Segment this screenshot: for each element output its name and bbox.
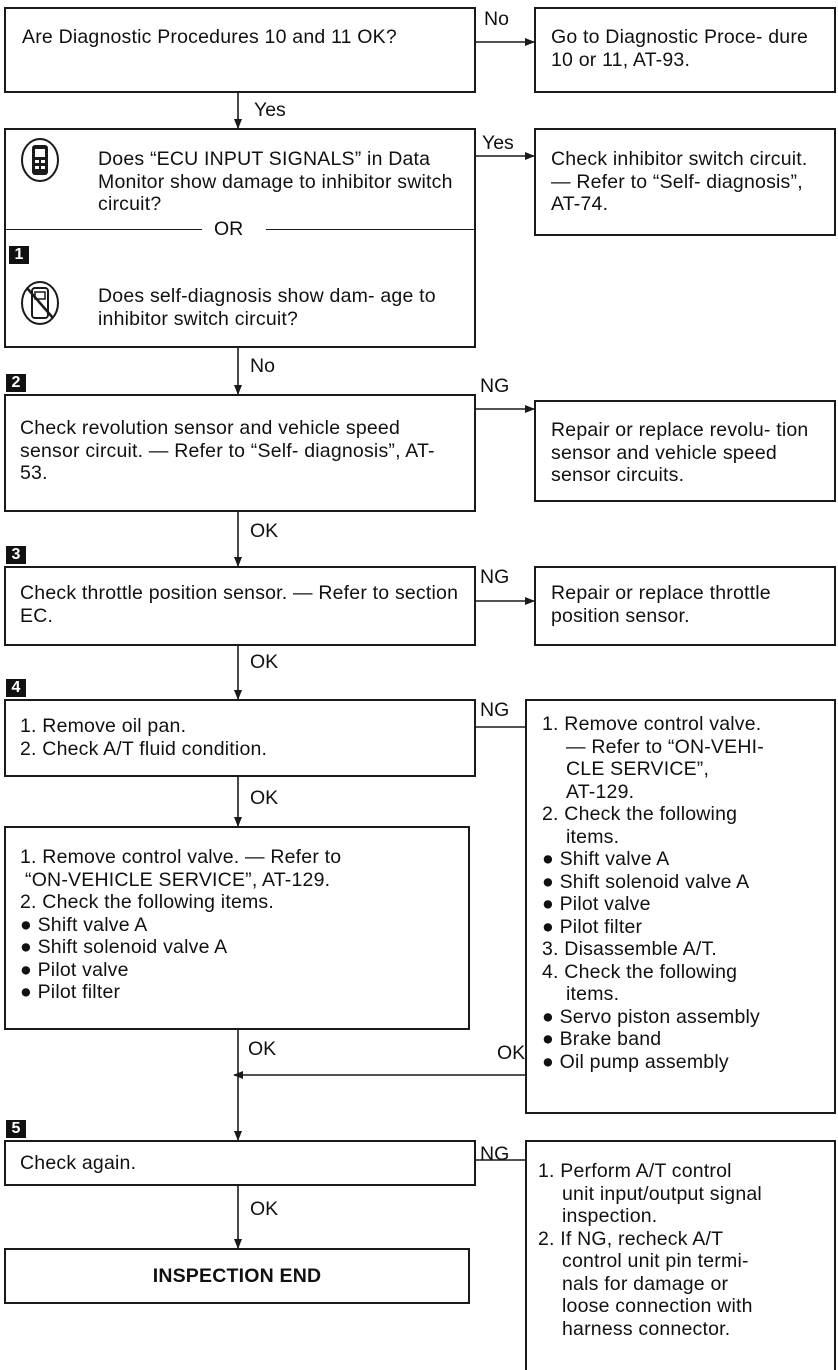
r2-box xyxy=(534,128,836,236)
s5-text: Check again. xyxy=(20,1152,137,1174)
s4b-line: 1. Remove control valve. — Refer to xyxy=(20,846,342,868)
q2-or-divider-right xyxy=(266,229,474,230)
r5-list: 1. Remove control valve. — Refer to “ON-… xyxy=(542,713,832,1073)
r6-line: control unit pin termi- xyxy=(562,1250,749,1272)
s2-ok-label: OK xyxy=(250,520,279,542)
r4-box xyxy=(534,566,836,646)
q1-box xyxy=(4,7,476,93)
r5-line: ● Oil pump assembly xyxy=(542,1050,729,1073)
r5-line: 4. Check the following xyxy=(542,960,738,983)
r5-line: 2. Check the following xyxy=(542,803,738,825)
r5-line: 3. Disassemble A/T. xyxy=(542,938,718,960)
s4b-box xyxy=(4,826,470,1030)
s4b-line: ● Pilot valve xyxy=(20,958,129,981)
r6-list: 1. Perform A/T control unit input/output… xyxy=(538,1160,833,1340)
s5-ok-label: OK xyxy=(250,1198,279,1220)
q1-yes-label: Yes xyxy=(254,99,286,121)
r2-text: Check inhibitor switch circuit. — Refer … xyxy=(551,148,808,215)
r5-line: ● Shift valve A xyxy=(542,848,670,870)
end-box xyxy=(4,1248,470,1304)
s4b-ok-label: OK xyxy=(248,1038,277,1060)
r5-line: ● Brake band xyxy=(542,1028,662,1050)
r5-line: — Refer to “ON-VEHI- xyxy=(566,735,764,758)
q2-or-divider-left xyxy=(6,229,202,230)
s4b-line: ● Pilot filter xyxy=(20,981,121,1003)
s4-ok-label: OK xyxy=(250,787,279,809)
s4-box xyxy=(4,699,476,777)
end-text: INSPECTION END xyxy=(152,1265,322,1287)
s3-ng-label: NG xyxy=(480,566,510,588)
q2-yes-label: Yes xyxy=(482,132,514,154)
r5-line: items. xyxy=(566,825,620,848)
s2-ng-label: NG xyxy=(480,375,510,397)
r5-line: CLE SERVICE”, xyxy=(566,758,710,780)
r6-line: 2. If NG, recheck A/T xyxy=(538,1227,724,1250)
r5-line: ● Servo piston assembly xyxy=(542,1005,760,1028)
step-1-badge: 1 xyxy=(9,246,29,264)
q1-text: Are Diagnostic Procedures 10 and 11 OK? xyxy=(22,26,397,48)
r5-line: ● Pilot valve xyxy=(542,893,651,915)
r6-line: loose connection with xyxy=(562,1295,753,1317)
q1-no-label: No xyxy=(484,8,509,30)
r5-line: ● Shift solenoid valve A xyxy=(542,870,750,893)
step-5-badge: 5 xyxy=(6,1120,26,1138)
r5-ok-label: OK xyxy=(497,1042,526,1064)
r6-box xyxy=(525,1140,836,1370)
r6-line: harness connector. xyxy=(562,1317,731,1340)
q2-self-text: Does self-diagnosis show dam- age to inh… xyxy=(98,285,436,330)
s3-box xyxy=(4,566,476,646)
s3-text: Check throttle position sensor. — Refer … xyxy=(20,582,459,627)
s5-box xyxy=(4,1140,476,1186)
s4-line: 2. Check A/T fluid condition. xyxy=(20,737,268,760)
s4b-line: ● Shift valve A xyxy=(20,913,148,936)
s4-ng-label: NG xyxy=(480,699,510,721)
s2-box xyxy=(4,394,476,512)
q2-no-label: No xyxy=(250,355,275,377)
r6-line: 1. Perform A/T control xyxy=(538,1160,732,1182)
step-3-badge: 3 xyxy=(6,546,26,564)
step-2-badge: 2 xyxy=(6,374,26,392)
step-4-badge: 4 xyxy=(6,679,26,697)
s4b-line: ● Shift solenoid valve A xyxy=(20,936,228,958)
q2-box xyxy=(4,128,476,348)
consult-tester-icon xyxy=(21,138,59,182)
s3-ok-label: OK xyxy=(250,651,279,673)
s4-list: 1. Remove oil pan. 2. Check A/T fluid co… xyxy=(20,715,460,760)
no-tester-icon xyxy=(21,281,59,325)
r3-box xyxy=(534,400,836,502)
s4b-line: 2. Check the following items. xyxy=(20,891,274,913)
r5-line: items. xyxy=(566,983,620,1005)
s4-line: 1. Remove oil pan. xyxy=(20,715,187,737)
r5-line: 1. Remove control valve. xyxy=(542,713,762,735)
r6-line: nals for damage or xyxy=(562,1272,729,1295)
s4b-list: 1. Remove control valve. — Refer to “ON-… xyxy=(20,846,460,1004)
r1-text: Go to Diagnostic Proce- dure 10 or 11, A… xyxy=(551,26,809,71)
r6-line: unit input/output signal xyxy=(562,1182,762,1205)
q2-monitor-text: Does “ECU INPUT SIGNALS” in Data Monitor… xyxy=(98,148,453,215)
r5-box xyxy=(525,699,836,1114)
r5-line: ● Pilot filter xyxy=(542,915,643,938)
r6-line: inspection. xyxy=(562,1205,658,1227)
r4-text: Repair or replace throttle position sens… xyxy=(551,582,771,627)
q2-or-label: OR xyxy=(214,218,244,240)
r5-line: AT-129. xyxy=(566,780,635,803)
s5-ng-label: NG xyxy=(480,1143,510,1165)
r3-text: Repair or replace revolu- tion sensor an… xyxy=(551,419,809,486)
s4b-line: “ON-VEHICLE SERVICE”, AT-129. xyxy=(25,868,331,891)
s2-text: Check revolution sensor and vehicle spee… xyxy=(20,417,435,484)
r1-box xyxy=(534,7,836,93)
